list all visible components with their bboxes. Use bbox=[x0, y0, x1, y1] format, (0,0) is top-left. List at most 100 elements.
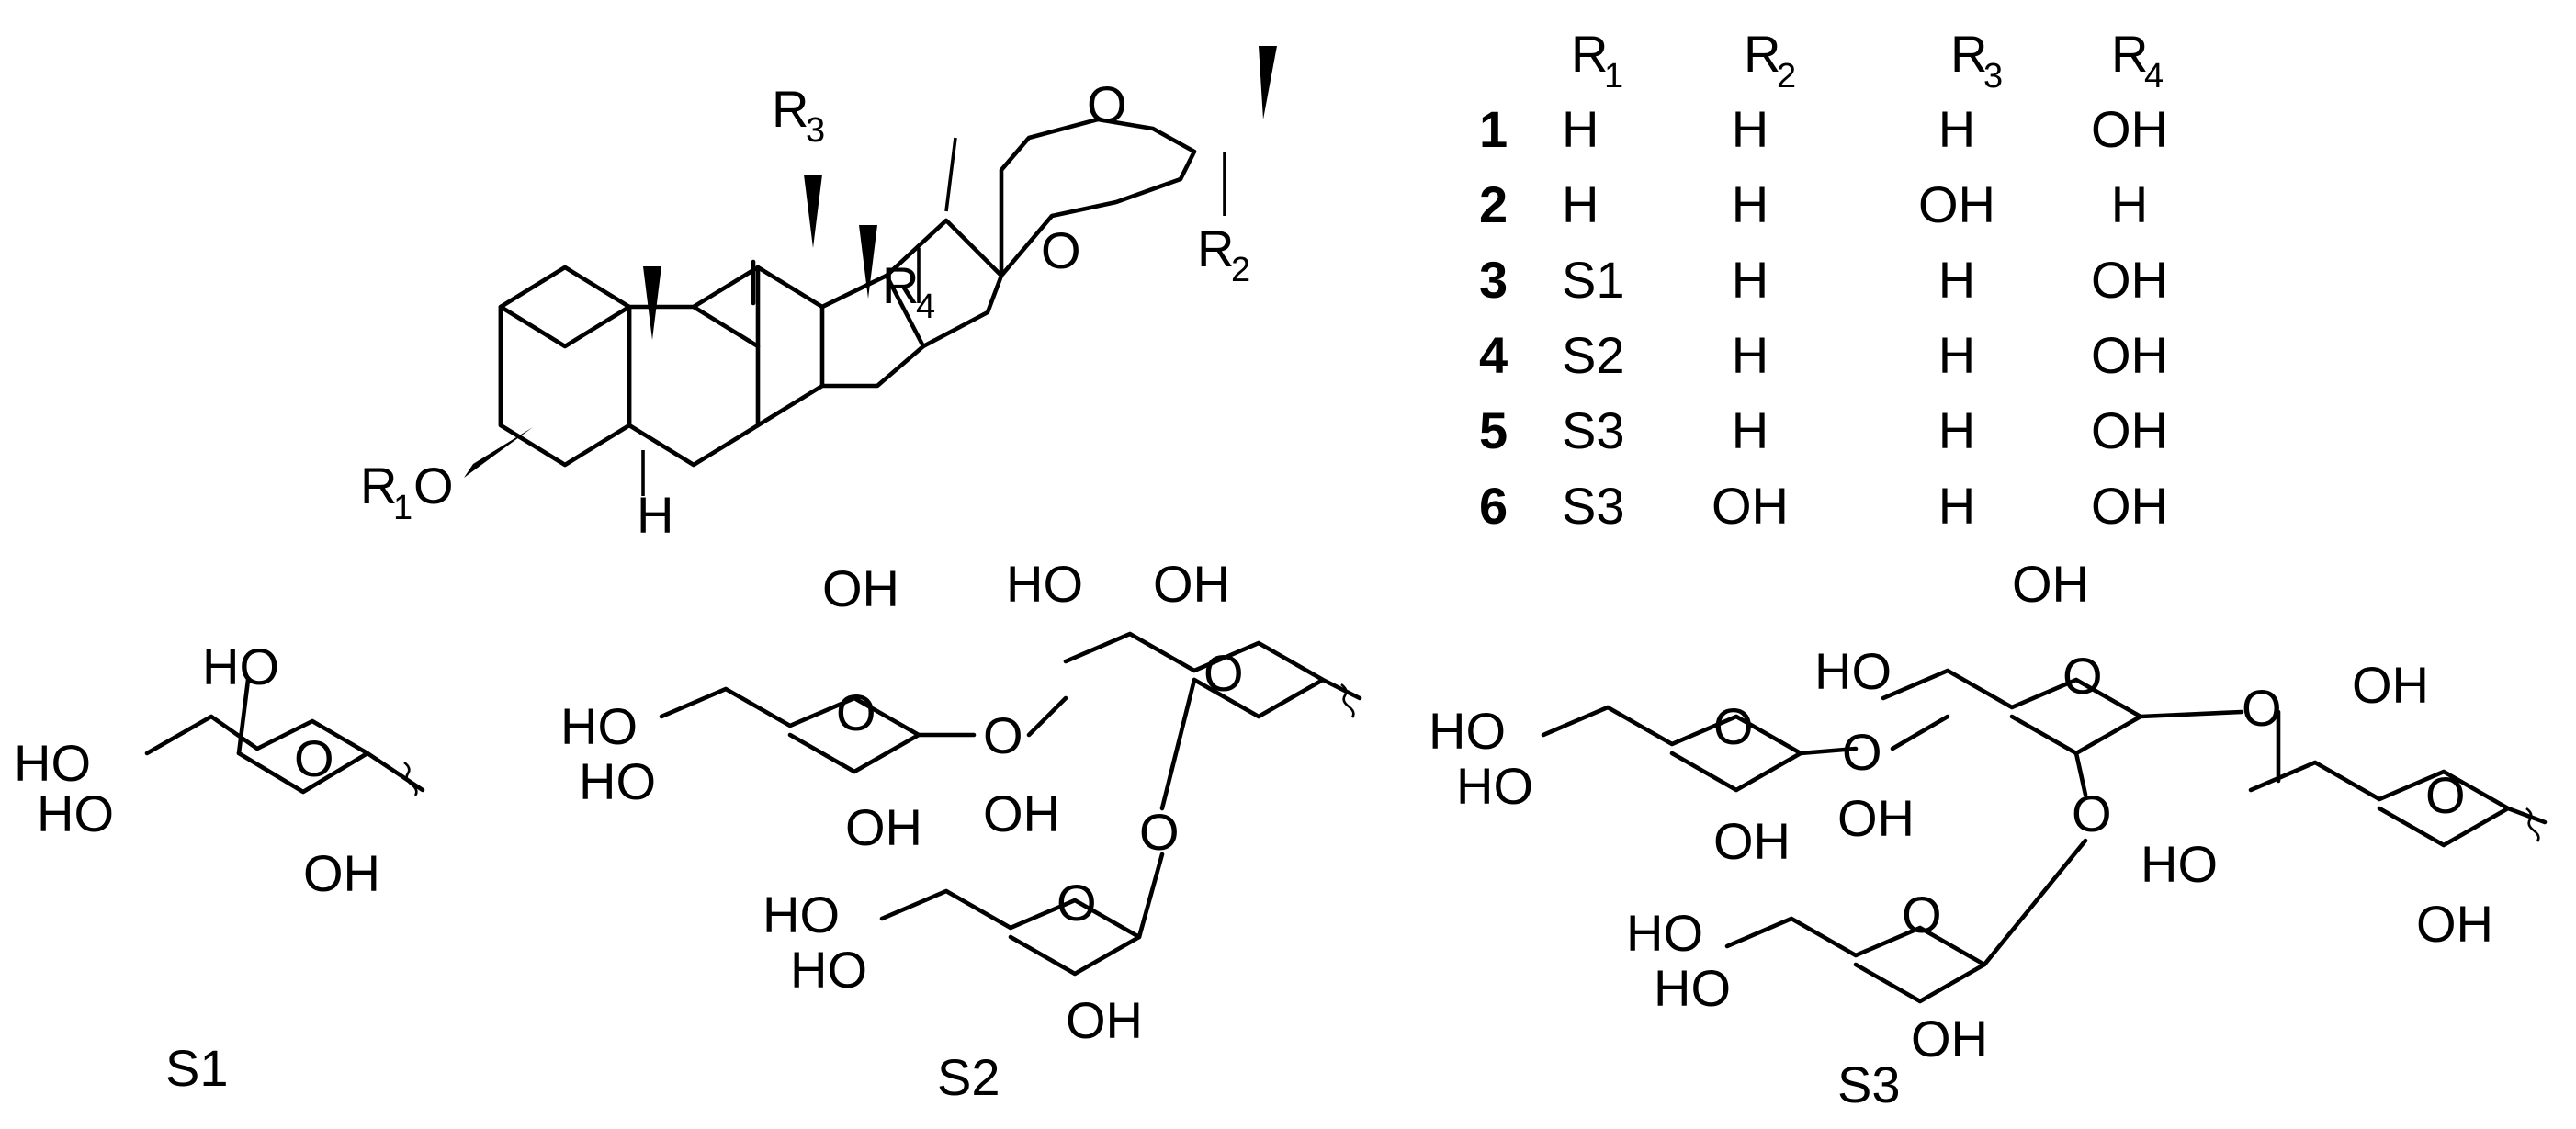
s3-link-o1-a bbox=[1798, 746, 1859, 756]
c3-o-wedge bbox=[464, 427, 533, 478]
s3-xyl-ho3: HO bbox=[1456, 757, 1533, 815]
s1-attachment-wavy bbox=[403, 761, 418, 796]
s2-a-oh2: OH bbox=[845, 798, 922, 856]
r1-oxygen: O bbox=[413, 457, 454, 514]
s3-glc2-oh2: OH bbox=[1911, 1010, 1988, 1067]
header-r1-sub: 1 bbox=[1604, 57, 1623, 96]
s2-a-ho3: HO bbox=[579, 752, 656, 810]
s1-anomeric bbox=[365, 751, 425, 793]
s2-attachment-wavy bbox=[1340, 683, 1355, 718]
s3-xyl-oh2: OH bbox=[1713, 812, 1791, 870]
s3-link-o1: O bbox=[1842, 723, 1882, 781]
s3-attachment-wavy bbox=[2525, 807, 2540, 842]
s2-ring-b bbox=[879, 888, 1142, 977]
s2-link-o2-top bbox=[1159, 677, 1197, 811]
s1-ring bbox=[144, 714, 370, 795]
s2-b-oh6: OH bbox=[983, 785, 1060, 842]
table-cell-r2: H bbox=[1732, 401, 1768, 459]
s3-glc2-ho3: HO bbox=[1654, 959, 1731, 1017]
s2-ring-top bbox=[1063, 631, 1326, 719]
s2-a-ring-oxygen: O bbox=[836, 683, 876, 741]
compound-number: 4 bbox=[1479, 326, 1508, 384]
s1-ho6: HO bbox=[202, 638, 279, 695]
s2-a-ho4: HO bbox=[560, 697, 638, 755]
table-cell-r3: H bbox=[1938, 326, 1975, 384]
c10-methyl-wedge bbox=[643, 266, 661, 340]
s2-link-o2: O bbox=[1139, 803, 1180, 861]
header-r2-letter: R bbox=[1744, 25, 1780, 83]
compound-number: 1 bbox=[1479, 100, 1508, 158]
r4-letter: R bbox=[882, 256, 919, 314]
s3-xyl-ring-oxygen: O bbox=[1713, 697, 1754, 755]
s2-b-oh2: OH bbox=[1066, 991, 1143, 1049]
table-cell-r1: S3 bbox=[1562, 401, 1625, 459]
ring-b-bonds bbox=[627, 304, 761, 468]
s1-ho3: HO bbox=[37, 785, 114, 842]
s2-anomeric bbox=[1320, 677, 1362, 701]
ring-a-top bbox=[498, 265, 632, 310]
s2-top-ring-oxygen: O bbox=[1203, 644, 1244, 702]
s3-ring-glc2 bbox=[1724, 916, 1987, 1004]
table-headers: R 1 R 2 R 3 R 4 bbox=[1571, 25, 2164, 96]
s3-link-o2: O bbox=[2072, 785, 2112, 842]
table-cell-r3: H bbox=[1938, 100, 1975, 158]
r2-sub: 2 bbox=[1231, 251, 1250, 289]
table-cell-r2: H bbox=[1732, 100, 1768, 158]
s3-glc2-ring-oxygen: O bbox=[1902, 886, 1942, 943]
s2-link-o1-right bbox=[1026, 695, 1068, 738]
s3-glc-ho4: HO bbox=[1814, 642, 1892, 700]
compound-number: 6 bbox=[1479, 477, 1508, 535]
table-cell-r4: OH bbox=[2091, 477, 2168, 535]
header-r4-sub: 4 bbox=[2144, 57, 2164, 96]
sugar-s1: HO O HO HO OH S1 bbox=[14, 638, 425, 1097]
s2-b-ring-oxygen: O bbox=[1056, 874, 1097, 931]
ring-e-oxygen: O bbox=[1041, 221, 1081, 279]
s3-gal-oh6: OH bbox=[2352, 656, 2429, 714]
table-cell-r3: H bbox=[1938, 251, 1975, 309]
table-cell-r3: H bbox=[1938, 477, 1975, 535]
c20-methyl-hash bbox=[944, 137, 957, 212]
table-cell-r2: H bbox=[1732, 251, 1768, 309]
s1-caption: S1 bbox=[165, 1039, 229, 1097]
table-cell-r4: H bbox=[2111, 175, 2148, 233]
table-cell-r3: H bbox=[1938, 401, 1975, 459]
table-cell-r4: OH bbox=[2091, 100, 2168, 158]
s2-top-oh6: OH bbox=[1153, 555, 1230, 613]
table-cell-r4: OH bbox=[2091, 326, 2168, 384]
s2-link-o2-bottom bbox=[1136, 852, 1165, 940]
s2-link-o1: O bbox=[983, 706, 1023, 764]
s1-oh2: OH bbox=[303, 844, 380, 902]
s3-anomeric bbox=[2505, 806, 2548, 825]
ring-f-bonds bbox=[999, 117, 1197, 278]
compound-number: 3 bbox=[1479, 251, 1508, 309]
s1-ring-oxygen: O bbox=[294, 729, 334, 787]
s1-c5-c6 bbox=[236, 677, 251, 756]
header-r2-sub: 2 bbox=[1777, 57, 1796, 96]
s2-b-ho4: HO bbox=[763, 886, 840, 943]
ring-a-bonds bbox=[498, 304, 632, 468]
table-cell-r1: S2 bbox=[1562, 326, 1625, 384]
r3-sub: 3 bbox=[806, 111, 825, 150]
s3-glc-ring-oxygen: O bbox=[2062, 647, 2103, 705]
table-cell-r1: H bbox=[1562, 100, 1599, 158]
s3-glc2-ho4: HO bbox=[1626, 904, 1703, 962]
s2-a-oh6: OH bbox=[822, 559, 899, 617]
table-cell-r1: S3 bbox=[1562, 477, 1625, 535]
table-cell-r2: H bbox=[1732, 175, 1768, 233]
s3-link-o1-b bbox=[1890, 714, 1950, 751]
s1-ho4: HO bbox=[14, 734, 91, 792]
sugar-s3: OH HO O O O O O HO HO OH OH O HO HO OH O… bbox=[1429, 555, 2548, 1113]
table-cell-r1: S1 bbox=[1562, 251, 1625, 309]
header-r3-letter: R bbox=[1950, 25, 1987, 83]
compound-number: 5 bbox=[1479, 401, 1508, 459]
sugar-s2: OH O HO HO OH O HO OH O O OH O HO HO OH … bbox=[560, 555, 1362, 1106]
s3-caption: S3 bbox=[1837, 1056, 1901, 1113]
header-r1-letter: R bbox=[1571, 25, 1608, 83]
s3-link-o3-a bbox=[2138, 709, 2244, 719]
h5-label: H bbox=[637, 486, 673, 544]
compound-number: 2 bbox=[1479, 175, 1508, 233]
s2-b-ho3: HO bbox=[790, 941, 867, 999]
s3-ring-gal bbox=[2248, 760, 2511, 848]
r1-sub: 1 bbox=[393, 489, 412, 527]
